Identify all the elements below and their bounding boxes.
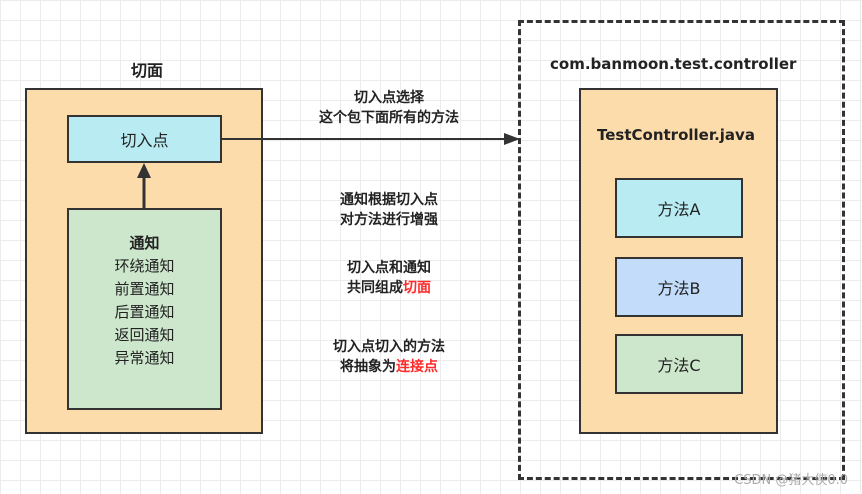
joinpoint-note-line2: 将抽象为连接点 xyxy=(296,357,482,377)
advice-note: 通知根据切入点 对方法进行增强 xyxy=(296,190,482,230)
advice-item-around: 环绕通知 xyxy=(114,257,175,275)
method-c-label: 方法C xyxy=(657,356,701,375)
class-name: TestController.java xyxy=(597,126,755,144)
pointcut-box: 切入点 xyxy=(67,115,222,163)
pointcut-label: 切入点 xyxy=(120,131,169,150)
arrow-note-line2: 这个包下面所有的方法 xyxy=(319,110,459,126)
aspect-note-prefix: 共同组成 xyxy=(347,280,403,296)
method-b-box: 方法B xyxy=(615,257,743,317)
aspect-note-line1: 切入点和通知 xyxy=(347,260,431,276)
advice-box: 通知 环绕通知 前置通知 后置通知 返回通知 异常通知 xyxy=(67,208,222,410)
aspect-note-highlight: 切面 xyxy=(403,280,431,296)
package-container xyxy=(518,20,845,480)
advice-title: 通知 xyxy=(129,234,160,252)
advice-note-line1: 通知根据切入点 xyxy=(340,192,438,208)
advice-item-after: 后置通知 xyxy=(114,303,175,321)
advice-note-line2: 对方法进行增强 xyxy=(340,212,438,228)
joinpoint-note: 切入点切入的方法 将抽象为连接点 xyxy=(296,337,482,377)
package-name: com.banmoon.test.controller xyxy=(550,55,797,73)
arrow-note-line1: 切入点选择 xyxy=(354,90,424,106)
aspect-note-line2: 共同组成切面 xyxy=(296,278,482,298)
advice-item-after-returning: 返回通知 xyxy=(114,326,175,344)
method-a-label: 方法A xyxy=(657,200,701,219)
watermark: CSDN @猪大侠0.0 xyxy=(734,473,848,488)
advice-item-before: 前置通知 xyxy=(114,280,175,298)
advice-item-after-throwing: 异常通知 xyxy=(114,349,175,367)
aspect-note: 切入点和通知 共同组成切面 xyxy=(296,258,482,298)
joinpoint-note-highlight: 连接点 xyxy=(396,359,438,375)
method-b-label: 方法B xyxy=(657,279,701,298)
aspect-title: 切面 xyxy=(131,61,164,80)
method-c-box: 方法C xyxy=(615,334,743,394)
joinpoint-note-prefix: 将抽象为 xyxy=(340,359,396,375)
method-a-box: 方法A xyxy=(615,178,743,238)
advice-to-pointcut-arrow xyxy=(137,163,151,208)
joinpoint-note-line1: 切入点切入的方法 xyxy=(333,339,445,355)
pointcut-to-package-arrow xyxy=(222,133,520,145)
arrow-note: 切入点选择 这个包下面所有的方法 xyxy=(284,88,494,128)
